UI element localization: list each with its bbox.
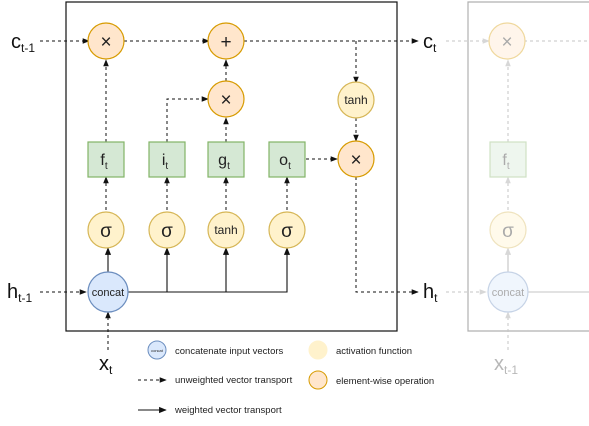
next-gate-forget: ft <box>489 141 527 178</box>
sigma-output-node: σ <box>268 211 306 249</box>
legend-elementwise: element-wise operation <box>308 370 434 390</box>
sigma-text: σ <box>281 221 293 242</box>
next-forget-mult-node: × <box>488 22 526 60</box>
legend-weighted: weighted vector transport <box>138 405 282 416</box>
cell-boundary <box>65 1 398 332</box>
legend-weighted-text: weighted vector transport <box>174 405 282 416</box>
gate-candidate: gt <box>207 141 245 178</box>
gate-forget: ft <box>87 141 125 178</box>
legend-concat: concat concatenate input vectors <box>147 340 284 360</box>
legend-unweighted: unweighted vector transport <box>138 375 293 386</box>
unweighted-connectors <box>40 38 419 350</box>
next-cell-boundary <box>467 1 589 332</box>
next-gate-label: ft <box>502 152 509 172</box>
gate-candidate-label: gt <box>218 152 230 172</box>
cell-tanh-node: tanh <box>337 81 375 119</box>
times-symbol: × <box>501 32 512 53</box>
times-symbol: × <box>100 32 111 53</box>
legend-activation: activation function <box>308 340 412 360</box>
c-prev-label: ct-1 <box>11 31 35 55</box>
gate-forget-label: ft <box>100 152 107 172</box>
gate-output: ot <box>268 141 306 178</box>
gate-input-label: it <box>162 152 169 172</box>
legend: concat concatenate input vectors activat… <box>138 340 434 416</box>
times-symbol: × <box>220 90 231 111</box>
h-out-label: ht <box>423 281 438 305</box>
legend-concat-icon-text: concat <box>151 348 164 353</box>
plus-symbol: + <box>220 32 231 53</box>
sigma-forget-node: σ <box>87 211 125 249</box>
sigma-text: σ <box>502 221 514 242</box>
h-prev-label: ht-1 <box>7 281 32 305</box>
tanh-candidate-node: tanh <box>207 211 245 249</box>
output-mult-node: × <box>337 140 375 178</box>
gate-input: it <box>148 141 186 178</box>
weighted-connectors <box>104 247 291 293</box>
next-concat-node: concat <box>487 271 529 313</box>
i-to-input-mult <box>166 96 209 142</box>
x-in-label: xt <box>99 353 113 377</box>
gate-output-label: ot <box>279 152 291 172</box>
add-node: + <box>207 22 245 60</box>
legend-activation-text: activation function <box>336 346 412 357</box>
legend-unweighted-text: unweighted vector transport <box>175 375 293 386</box>
input-mult-node: × <box>207 80 245 118</box>
sigma-text: σ <box>100 221 112 242</box>
legend-elementwise-text: element-wise operation <box>336 376 434 387</box>
next-sigma-node: σ <box>489 211 527 249</box>
concat-text: concat <box>92 287 124 299</box>
output-mult-to-h-out <box>355 177 419 295</box>
next-cell-faded: × ft σ concat xt-1 <box>446 1 589 377</box>
next-x-in-label: xt-1 <box>494 353 518 377</box>
concat-node: concat <box>87 271 129 313</box>
concat-to-output <box>128 247 291 293</box>
forget-mult-node: × <box>87 22 125 60</box>
tanh-text: tanh <box>344 93 367 107</box>
c-out-label: ct <box>423 31 437 55</box>
tanh-text: tanh <box>214 223 237 237</box>
sigma-input-node: σ <box>148 211 186 249</box>
concat-text: concat <box>492 287 524 299</box>
times-symbol: × <box>350 150 361 171</box>
sigma-text: σ <box>161 221 173 242</box>
legend-concat-text: concatenate input vectors <box>175 346 284 357</box>
